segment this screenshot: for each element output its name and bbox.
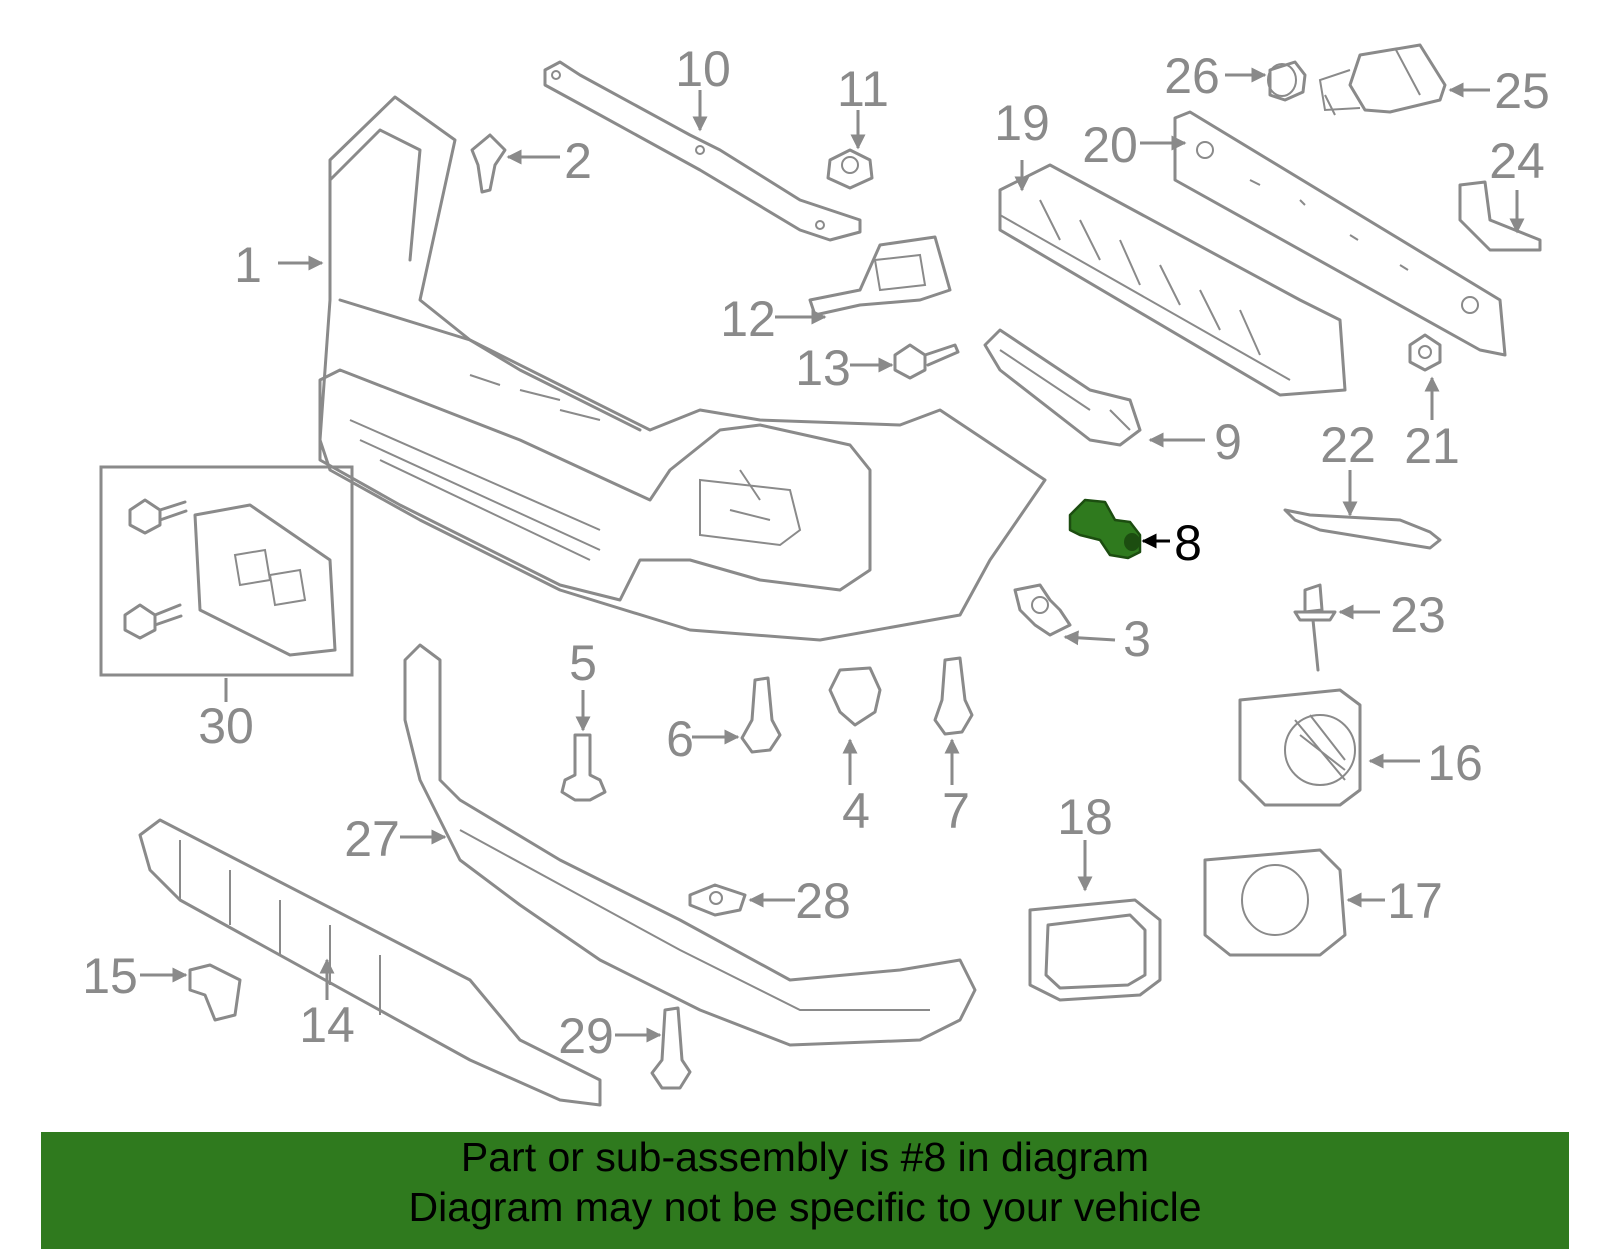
callout-27: 27: [344, 811, 400, 867]
part-24-bracket: [1458, 180, 1542, 252]
part-11-nut: [826, 148, 874, 190]
info-banner: Part or sub-assembly is #8 in diagram Di…: [41, 1132, 1569, 1249]
part-14-lower-grille: [138, 818, 602, 1107]
part-16-fog-bezel: [1238, 688, 1362, 807]
banner-line-disclaimer: Diagram may not be specific to your vehi…: [408, 1184, 1202, 1230]
callout-2: 2: [564, 133, 592, 189]
callout-29: 29: [558, 1008, 614, 1064]
callout-22: 22: [1320, 417, 1376, 473]
part-29-bolt: [650, 1006, 692, 1090]
callout-13: 13: [795, 340, 851, 396]
part-9-retainer: [983, 328, 1142, 447]
part-15-clip: [188, 963, 242, 1022]
callout-30: 30: [198, 698, 254, 754]
part-26-sensor-knob: [1267, 60, 1307, 102]
callout-7: 7: [942, 783, 970, 839]
callout-19: 19: [994, 95, 1050, 151]
part-25-sensor: [1318, 43, 1447, 116]
callout-labels: 1 2 3 4 5 6 7 8 9 10 11 12 13 14 15 16 1…: [82, 41, 1550, 1064]
part-20-reinforcement: [1173, 110, 1507, 357]
callout-18: 18: [1057, 789, 1113, 845]
part-21-nut: [1408, 333, 1442, 372]
callout-25: 25: [1494, 63, 1550, 119]
part-12-bracket: [808, 235, 952, 317]
callout-17: 17: [1387, 873, 1443, 929]
part-17-fog-cover: [1203, 848, 1347, 957]
callout-1: 1: [234, 237, 262, 293]
callout-23: 23: [1390, 587, 1446, 643]
part-2-clip: [470, 133, 507, 194]
callout-26: 26: [1164, 48, 1220, 104]
callout-8: 8: [1174, 515, 1202, 571]
callout-4: 4: [842, 783, 870, 839]
callout-9: 9: [1214, 414, 1242, 470]
callout-20: 20: [1082, 117, 1138, 173]
part-18-frame: [1028, 898, 1162, 1002]
callout-24: 24: [1489, 133, 1545, 189]
part-28-nut-clip: [688, 883, 747, 917]
banner-line-part: Part or sub-assembly is #8 in diagram: [460, 1134, 1150, 1180]
part-13-bolt: [893, 343, 960, 380]
leader-lines: [140, 67, 1525, 1043]
part-1-bumper-cover: [318, 95, 1047, 642]
callout-12: 12: [720, 291, 776, 347]
part-5-stud: [560, 733, 607, 802]
part-27-lower-spoiler: [403, 643, 977, 1047]
part-8-highlighted-bracket: [1068, 498, 1142, 560]
parts-diagram: 1 2 3 4 5 6 7 8 9 10 11 12 13 14 15 16 1…: [82, 41, 1550, 1107]
callout-15: 15: [82, 948, 138, 1004]
callout-11: 11: [837, 61, 889, 117]
part-4-clip: [828, 666, 882, 727]
callout-6: 6: [666, 711, 694, 767]
part-19-absorber: [998, 163, 1347, 397]
callout-10: 10: [675, 41, 731, 97]
part-23-rivet: [1293, 583, 1337, 672]
part-7-screw: [933, 656, 974, 736]
callout-5: 5: [569, 635, 597, 691]
callout-14: 14: [299, 997, 355, 1053]
part-30-license-bracket-kit: [99, 465, 354, 677]
callout-16: 16: [1427, 735, 1483, 791]
part-10-upper-bar: [543, 60, 862, 242]
callout-21: 21: [1404, 418, 1460, 474]
part-22-strip: [1283, 508, 1442, 550]
callout-28: 28: [795, 873, 851, 929]
part-3-bracket: [1013, 583, 1072, 637]
part-6-screw: [740, 676, 782, 754]
callout-3: 3: [1123, 611, 1151, 667]
